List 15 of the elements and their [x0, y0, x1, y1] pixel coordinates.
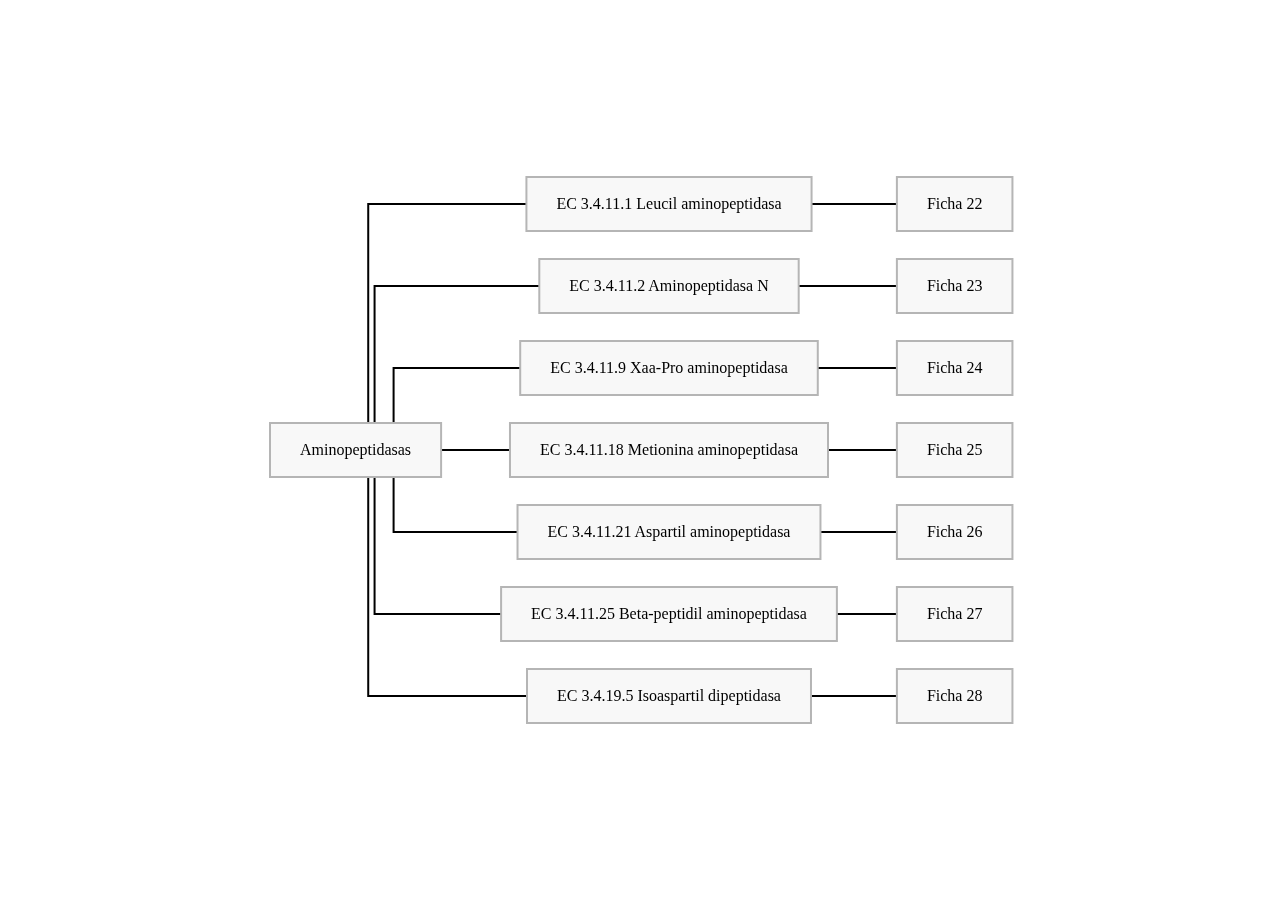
node-box: EC 3.4.11.21 Aspartil aminopeptidasa	[516, 503, 822, 560]
node-box: EC 3.4.11.1 Leucil aminopeptidasa	[525, 175, 813, 232]
node-box: Ficha 25	[896, 421, 1014, 478]
node-box: EC 3.4.11.9 Xaa-Pro aminopeptidasa	[519, 339, 820, 396]
node-box: EC 3.4.11.2 Aminopeptidasa N	[538, 257, 800, 314]
node-box: Ficha 27	[896, 585, 1014, 642]
node-box: Ficha 22	[896, 175, 1014, 232]
node-box: Ficha 28	[896, 667, 1014, 724]
node-box: EC 3.4.11.25 Beta-peptidil aminopeptidasa	[500, 585, 839, 642]
node-box: EC 3.4.11.18 Metionina aminopeptidasa	[509, 421, 830, 478]
node-box: Ficha 24	[896, 339, 1014, 396]
node-box: Ficha 23	[896, 257, 1014, 314]
node-box: Aminopeptidasas	[269, 421, 443, 478]
node-box: Ficha 26	[896, 503, 1014, 560]
node-box: EC 3.4.19.5 Isoaspartil dipeptidasa	[526, 667, 813, 724]
